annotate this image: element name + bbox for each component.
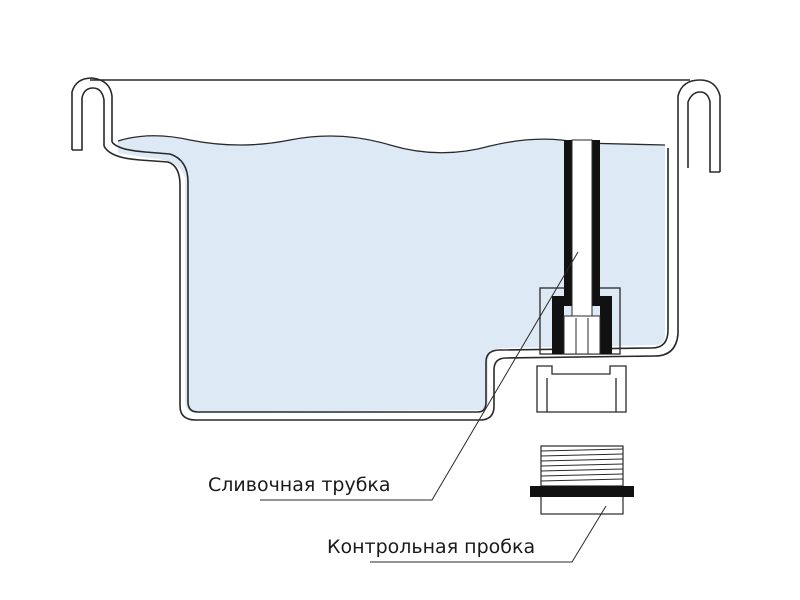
label-control-plug: Контрольная пробка: [327, 536, 536, 558]
label-drain-tube: Сливочная трубка: [208, 474, 391, 496]
leader-control-plug: [370, 505, 607, 563]
leader-lines: [260, 251, 607, 563]
fitting-housing: [536, 287, 627, 413]
tank-body: [71, 77, 721, 421]
water-fill: [118, 135, 665, 412]
water-surface: [117, 135, 666, 154]
drain-tube: [552, 140, 612, 354]
drain-tube-inner: [563, 139, 601, 355]
control-plug: [530, 445, 634, 515]
leader-drain-tube: [260, 251, 579, 501]
